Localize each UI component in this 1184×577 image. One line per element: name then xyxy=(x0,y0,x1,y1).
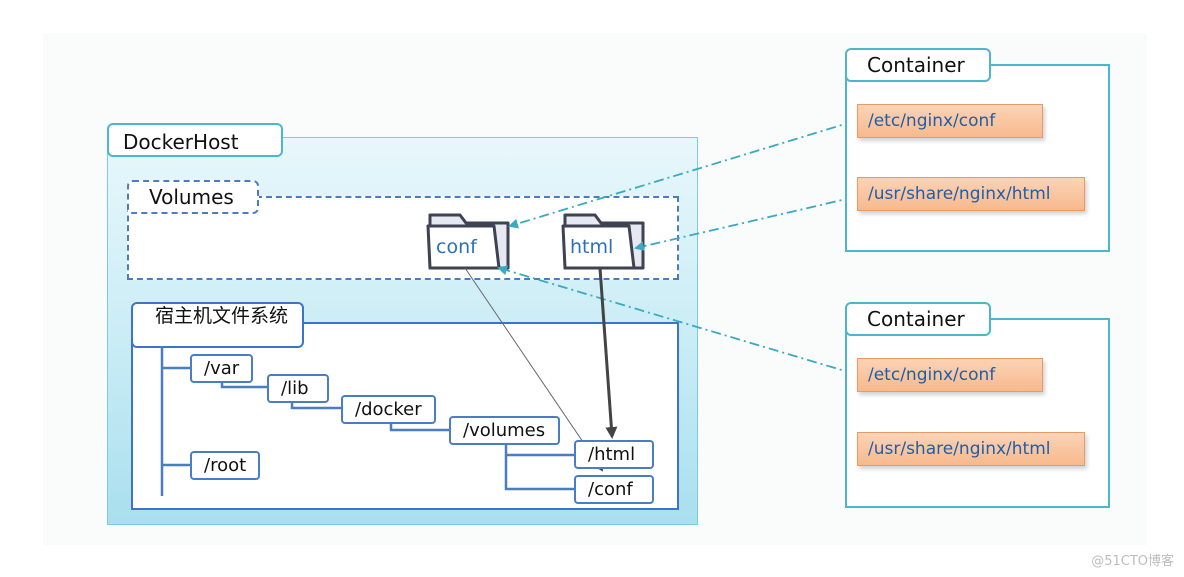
container-1-html-path: /usr/share/nginx/html xyxy=(857,177,1085,211)
conf-folder-label: conf xyxy=(436,236,477,258)
path-conf: /conf xyxy=(574,475,654,504)
mount-arrow-conf-1 xyxy=(508,120,856,229)
path-root: /root xyxy=(190,451,260,480)
container-box-1 xyxy=(845,64,1110,252)
mount-arrow-html-1 xyxy=(634,196,856,252)
conf-folder-icon xyxy=(426,213,510,270)
html-folder-icon xyxy=(561,213,645,270)
host-filesystem-label: 宿主机文件系统 xyxy=(131,302,304,348)
link-arrow-html xyxy=(598,267,618,439)
watermark: @51CTO博客 xyxy=(1091,554,1174,569)
container-label-1: Container xyxy=(845,48,991,82)
path-docker: /docker xyxy=(341,395,436,424)
mount-arrow-conf-2 xyxy=(497,265,856,375)
volumes-label: Volumes xyxy=(127,180,259,214)
container-2-conf-path: /etc/nginx/conf xyxy=(857,358,1043,392)
path-volumes: /volumes xyxy=(449,416,560,445)
link-arrow-conf xyxy=(464,267,604,472)
container-label-2: Container xyxy=(845,302,991,336)
container-2-html-path: /usr/share/nginx/html xyxy=(857,432,1085,466)
docker-host-label: DockerHost xyxy=(107,123,283,157)
container-box-2 xyxy=(845,318,1110,508)
container-1-conf-path: /etc/nginx/conf xyxy=(857,104,1043,138)
path-html: /html xyxy=(574,440,654,469)
path-lib: /lib xyxy=(267,374,329,403)
path-var: /var xyxy=(190,354,253,383)
html-folder-label: html xyxy=(570,236,614,258)
